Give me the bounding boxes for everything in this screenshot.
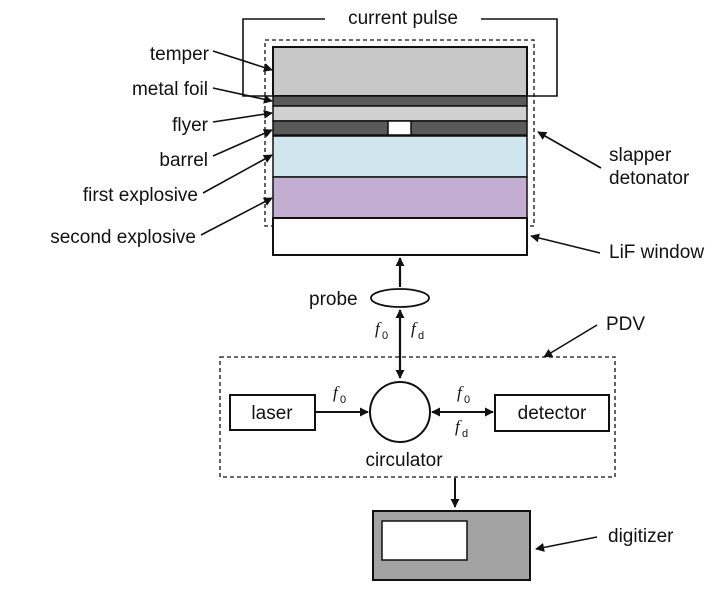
temper-layer: [272, 46, 528, 97]
svg-text:f: f: [455, 417, 462, 436]
second-explosive-layer: [272, 176, 528, 219]
circulator-label: circulator: [365, 450, 443, 471]
pdv-label: PDV: [606, 314, 645, 335]
svg-text:0: 0: [382, 330, 388, 342]
laser-label: laser: [251, 403, 293, 424]
probe: [370, 288, 430, 308]
slapper-label: slapper: [609, 145, 672, 166]
metal-foil-layer: [272, 95, 528, 107]
barrel-leader-arrow: [212, 129, 273, 157]
svg-text:0: 0: [340, 394, 346, 406]
digitizer-label: digitizer: [608, 526, 674, 547]
second-explosive-leader-arrow: [200, 197, 273, 236]
probe-fd-label: f d: [411, 319, 424, 342]
svg-text:f: f: [375, 319, 382, 338]
detonator-label: detonator: [609, 168, 690, 189]
flyer-label: flyer: [172, 115, 209, 136]
laser-f0-label: f 0: [333, 383, 346, 406]
current-pulse-wire-right: [481, 18, 558, 97]
slapper-detonator-arrow: [537, 131, 602, 169]
flyer-leader-arrow: [212, 109, 273, 123]
temper-leader-arrow: [212, 50, 273, 72]
laser-box: [229, 394, 316, 431]
barrel-bore: [387, 120, 412, 136]
svg-text:f: f: [457, 383, 464, 402]
pdv-arrow: [543, 324, 598, 358]
svg-text:d: d: [462, 428, 468, 440]
current-pulse-wire-left: [242, 18, 325, 97]
svg-text:d: d: [418, 330, 424, 342]
probe-f0-label: f 0: [375, 319, 388, 342]
detector-f0-label: f 0: [457, 383, 470, 406]
svg-text:f: f: [411, 319, 418, 338]
svg-text:0: 0: [464, 394, 470, 406]
pdv-enclosure: [219, 356, 616, 478]
detector-label: detector: [518, 403, 587, 424]
first-explosive-layer: [272, 135, 528, 178]
barrel-label: barrel: [159, 150, 208, 171]
metal-foil-leader-arrow: [212, 87, 273, 104]
lif-window-arrow: [530, 233, 601, 254]
metal-foil-label: metal foil: [132, 79, 208, 100]
detector-box: [494, 394, 610, 432]
second-explosive-label: second explosive: [50, 227, 196, 248]
first-explosive-label: first explosive: [83, 185, 198, 206]
svg-text:f: f: [333, 383, 340, 402]
digitizer-screen: [381, 520, 468, 561]
temper-label: temper: [150, 44, 210, 65]
digitizer-arrow: [535, 536, 598, 552]
flyer-layer: [272, 105, 528, 122]
circulator: [369, 381, 431, 443]
current-pulse-label: current pulse: [348, 8, 458, 29]
detector-fd-label: f d: [455, 417, 468, 440]
probe-label: probe: [309, 289, 358, 310]
lif-window-layer: [272, 217, 528, 256]
lif-window-label: LiF window: [609, 242, 704, 263]
first-explosive-leader-arrow: [202, 154, 273, 194]
